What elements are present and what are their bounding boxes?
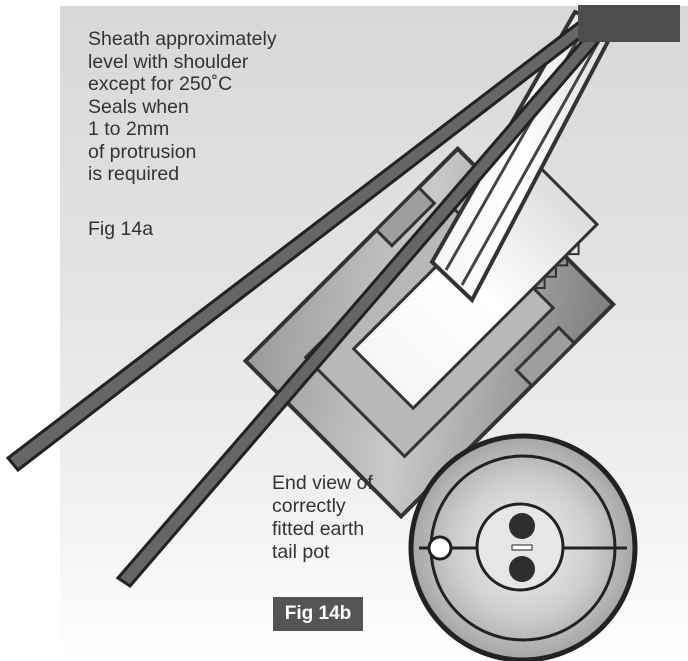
caption-line: fitted earth [272, 518, 365, 540]
corner-tab [578, 5, 680, 42]
note-line: Seals when [88, 95, 189, 118]
caption-line: End view of [272, 472, 373, 494]
protrusion-note: Sheath approximately level with shoulder… [88, 28, 277, 186]
fig-14b-badge: Fig 14b [273, 597, 363, 631]
note-line: except for 250˚C [88, 73, 233, 95]
note-line: Sheath approximately [88, 28, 277, 50]
note-line: of protrusion [88, 140, 197, 163]
gland-body [242, 145, 617, 520]
end-view-caption: End view of correctly fitted earth tail … [272, 472, 373, 564]
end-view-disc [408, 433, 638, 661]
note-line: level with shoulder [88, 50, 249, 73]
note-line: 1 to 2mm [88, 118, 170, 140]
caption-line: correctly [272, 495, 346, 517]
fig-14a-label: Fig 14a [88, 218, 154, 240]
note-line: is required [88, 163, 180, 185]
caption-line: tail pot [272, 541, 330, 563]
